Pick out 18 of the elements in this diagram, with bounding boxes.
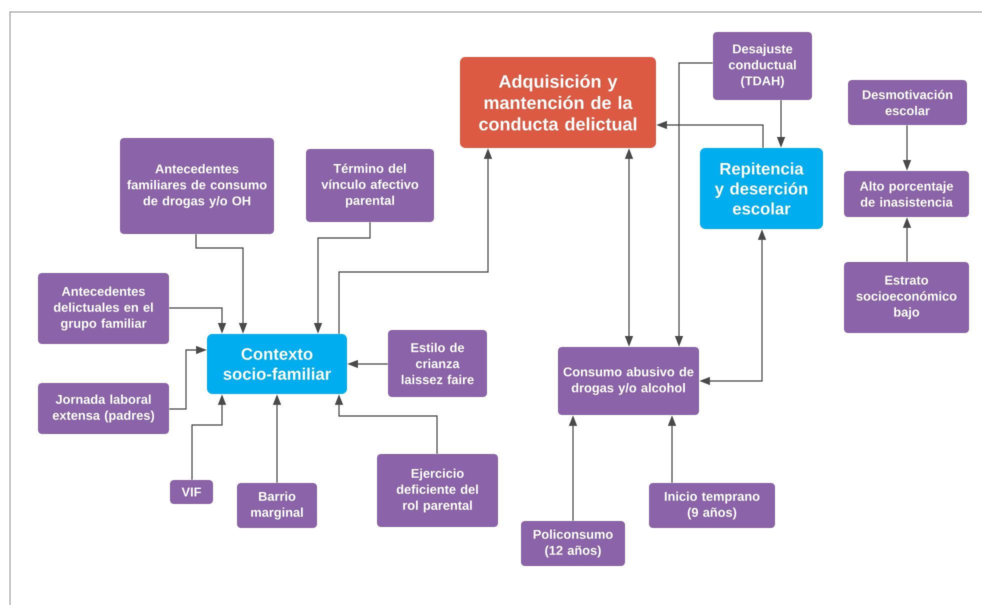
factor-box: Término del vínculo afectivo parental [306, 149, 434, 222]
factor-box: Desmotivación escolar [848, 80, 967, 125]
factor-box: Inicio temprano (9 años) [649, 483, 775, 528]
factor-box: Estrato socioeconómico bajo [844, 262, 969, 333]
cause-box: Adquisición y mantención de la conducta delictual [460, 57, 656, 148]
factor-box: Contexto socio-familiar [207, 334, 347, 394]
factor-box: Antecedentes delictuales en el grupo familiar [38, 273, 169, 344]
factor-box: Jornada laboral extensa (padres) [38, 383, 169, 434]
factor-box: Antecedentes familiares de consumo de drogas y/o OH [120, 138, 274, 234]
factor-box: Repitencia y deserción escolar [700, 148, 823, 229]
factor-box: Consumo abusivo de drogas y/o alcohol [558, 347, 699, 415]
factor-box: VIF [170, 480, 213, 504]
factor-box: Alto porcentaje de inasistencia [844, 171, 969, 217]
factor-box: Estilo de crianza laissez faire [388, 330, 487, 397]
factor-box: Policonsumo (12 años) [521, 521, 625, 566]
factor-box: Desajuste conductual (TDAH) [713, 32, 812, 100]
factor-box: Barrio marginal [237, 483, 317, 528]
factor-box: Ejercicio deficiente del rol parental [377, 454, 498, 527]
